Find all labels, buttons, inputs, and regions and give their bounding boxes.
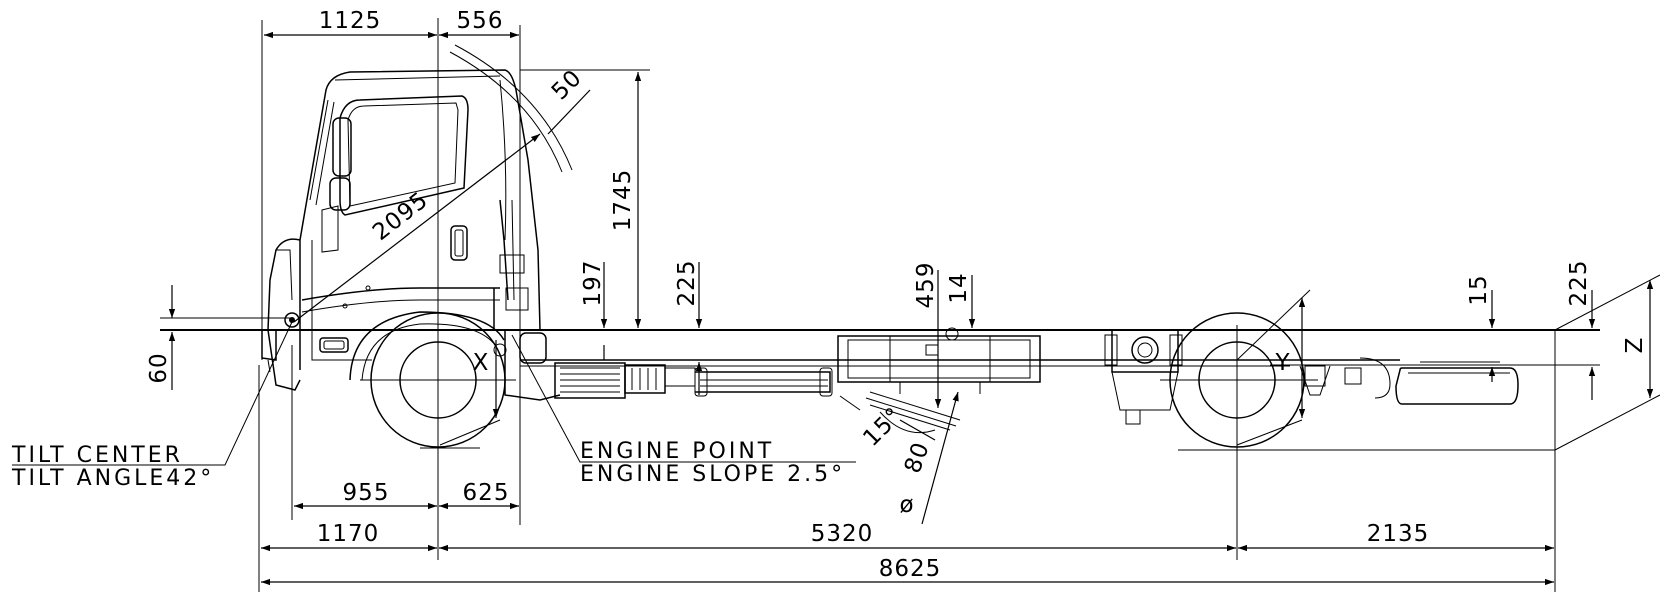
exhaust — [839, 391, 961, 431]
axle-label-y: Y — [1274, 350, 1290, 376]
dim-1745: 1745 — [610, 169, 636, 232]
chassis-frame — [160, 329, 1600, 367]
dim-1170: 1170 — [317, 521, 380, 547]
cab-tilt-arcs — [449, 44, 573, 173]
dim-197: 197 — [580, 260, 606, 307]
dim-2095: 2095 — [368, 187, 433, 246]
engine-transmission — [493, 199, 696, 401]
note-engine-point: ENGINE POINT — [580, 439, 774, 464]
dim-225-rear: 225 — [1566, 260, 1592, 307]
note-tilt-angle: TILT ANGLE42° — [11, 466, 214, 491]
dim-459: 459 — [913, 262, 939, 309]
dim-625: 625 — [463, 480, 510, 506]
dim-225-front: 225 — [674, 260, 700, 307]
rear-wheel — [1160, 312, 1318, 448]
propeller-shaft — [694, 367, 833, 397]
dim-80: 80 — [900, 438, 935, 476]
dim-phi: ø — [899, 492, 914, 518]
tilt-center-marker — [284, 312, 300, 328]
dimension-lines — [12, 31, 1654, 586]
dimension-labels: 1125 556 50 2095 1745 197 225 459 14 15 … — [146, 8, 1648, 582]
axle-label-z: Z — [1622, 337, 1648, 354]
dim-8625: 8625 — [879, 556, 942, 582]
notes: TILT CENTER TILT ANGLE42° ENGINE POINT E… — [11, 439, 845, 491]
dim-14: 14 — [946, 272, 972, 303]
dim-955: 955 — [343, 480, 390, 506]
cab-outline — [261, 69, 541, 391]
fuel-tank — [837, 327, 1041, 394]
note-engine-slope: ENGINE SLOPE 2.5° — [580, 462, 845, 487]
dim-1125: 1125 — [319, 8, 382, 34]
dim-60: 60 — [146, 352, 172, 383]
axle-label-x: X — [473, 350, 490, 376]
dim-15-degree: 15° — [858, 402, 907, 451]
note-tilt-center: TILT CENTER — [11, 443, 183, 468]
dim-5320: 5320 — [811, 521, 874, 547]
dim-556: 556 — [457, 8, 504, 34]
reference-lines — [258, 18, 1660, 592]
dim-15: 15 — [1466, 274, 1492, 305]
dim-2135: 2135 — [1367, 521, 1430, 547]
